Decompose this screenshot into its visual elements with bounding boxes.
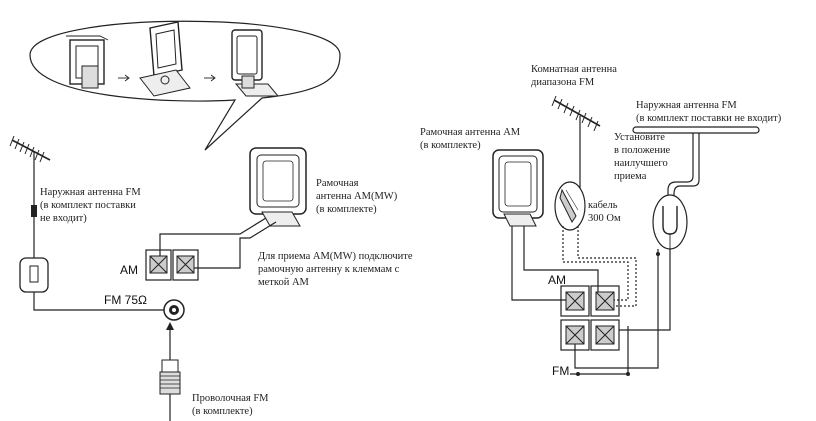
outdoor-fm-label-2: (в комплект поставки [40,200,136,211]
position-note-1: Установите [614,132,665,143]
fm-wire-antenna-plug-icon [159,359,181,421]
fm-adapter-icon [19,257,49,293]
am-note-line-3: меткой AM [258,277,310,288]
assembly-bubble [29,20,341,151]
am-fm-terminal-panel [560,285,620,351]
cable-label-2: 300 Ом [588,213,621,224]
indoor-fm-antenna-icon [551,95,601,188]
loop-am-right-label-2: (в комплекте) [420,140,481,151]
fm-75-label: FM 75Ω [104,293,147,307]
cable-label-1: кабель [588,200,618,211]
loop-antenna-assembled-icon [231,29,280,97]
am-note-line-1: Для приема AM(MW) подключите [258,251,413,262]
fm-coax-jack [163,299,185,321]
outdoor-fm-label-3: не входит) [40,213,87,224]
loop-am-label-3: (в комплекте) [316,204,377,215]
am-terminal-block [145,249,199,281]
outdoor-fm-label-1: Наружная антенна FM [40,187,141,198]
wire-fm-label-1: Проволочная FM [192,393,269,404]
loop-am-right-label-1: Рамочная антенна AM [420,127,521,138]
loop-antenna-unfolding-icon [139,21,191,97]
position-note-3: наилучшего [614,158,668,169]
outdoor-fm-right-label-1: Наружная антенна FM [636,100,737,111]
fm-terminal-right-label: FM [552,364,569,378]
fm-balun-adapter-icon [652,194,688,250]
am-loop-antenna-right-icon [492,149,544,227]
position-note-2: в положение [614,145,671,156]
loop-am-label-1: Рамочная [316,178,359,189]
am-terminal-label: AM [120,263,138,277]
loop-am-label-2: антенна AM(MW) [316,191,398,202]
wire-fm-label-2: (в комплекте) [192,406,253,417]
outdoor-fm-right-label-2: (в комплект поставки не входит) [636,113,782,124]
indoor-fm-label-2: диапазона FM [531,77,595,88]
cable-300-ohm-icon [554,181,586,231]
am-note-line-2: рамочную антенну к клеммам с [258,264,400,275]
position-note-4: приема [614,171,647,182]
am-terminal-right-label: AM [548,273,566,287]
loop-antenna-folded-icon [66,35,109,89]
indoor-fm-label-1: Комнатная антенна [531,64,617,75]
am-loop-antenna-icon [249,147,307,227]
outdoor-fm-antenna-icon [9,135,51,163]
outdoor-t-antenna-icon [632,126,760,198]
